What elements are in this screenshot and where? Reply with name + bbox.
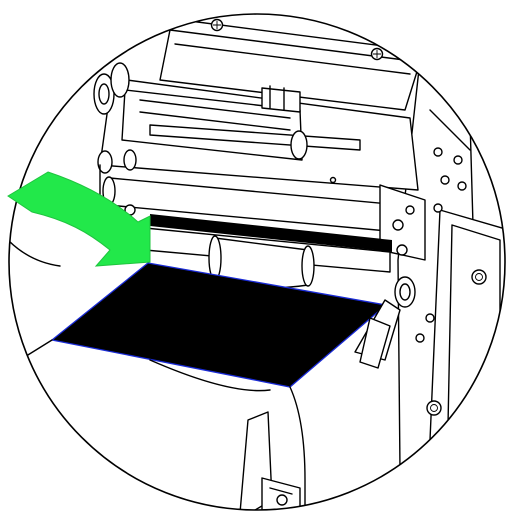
bottom-bracket	[239, 411, 301, 510]
print-head-carriage	[99, 77, 419, 191]
ribbon-strip-top	[124, 204, 392, 252]
right-lever-arm	[354, 276, 435, 369]
screw-icon	[210, 18, 224, 32]
left-hinge-assembly	[93, 62, 308, 174]
curved-arrow-icon	[7, 171, 151, 267]
screw-icon	[370, 47, 384, 61]
drive-rollers	[144, 227, 391, 289]
magnifier-outline	[8, 13, 506, 511]
magnified-view	[9, 18, 505, 510]
ribbon-sheet	[50, 262, 388, 388]
right-side-frame	[397, 59, 505, 510]
